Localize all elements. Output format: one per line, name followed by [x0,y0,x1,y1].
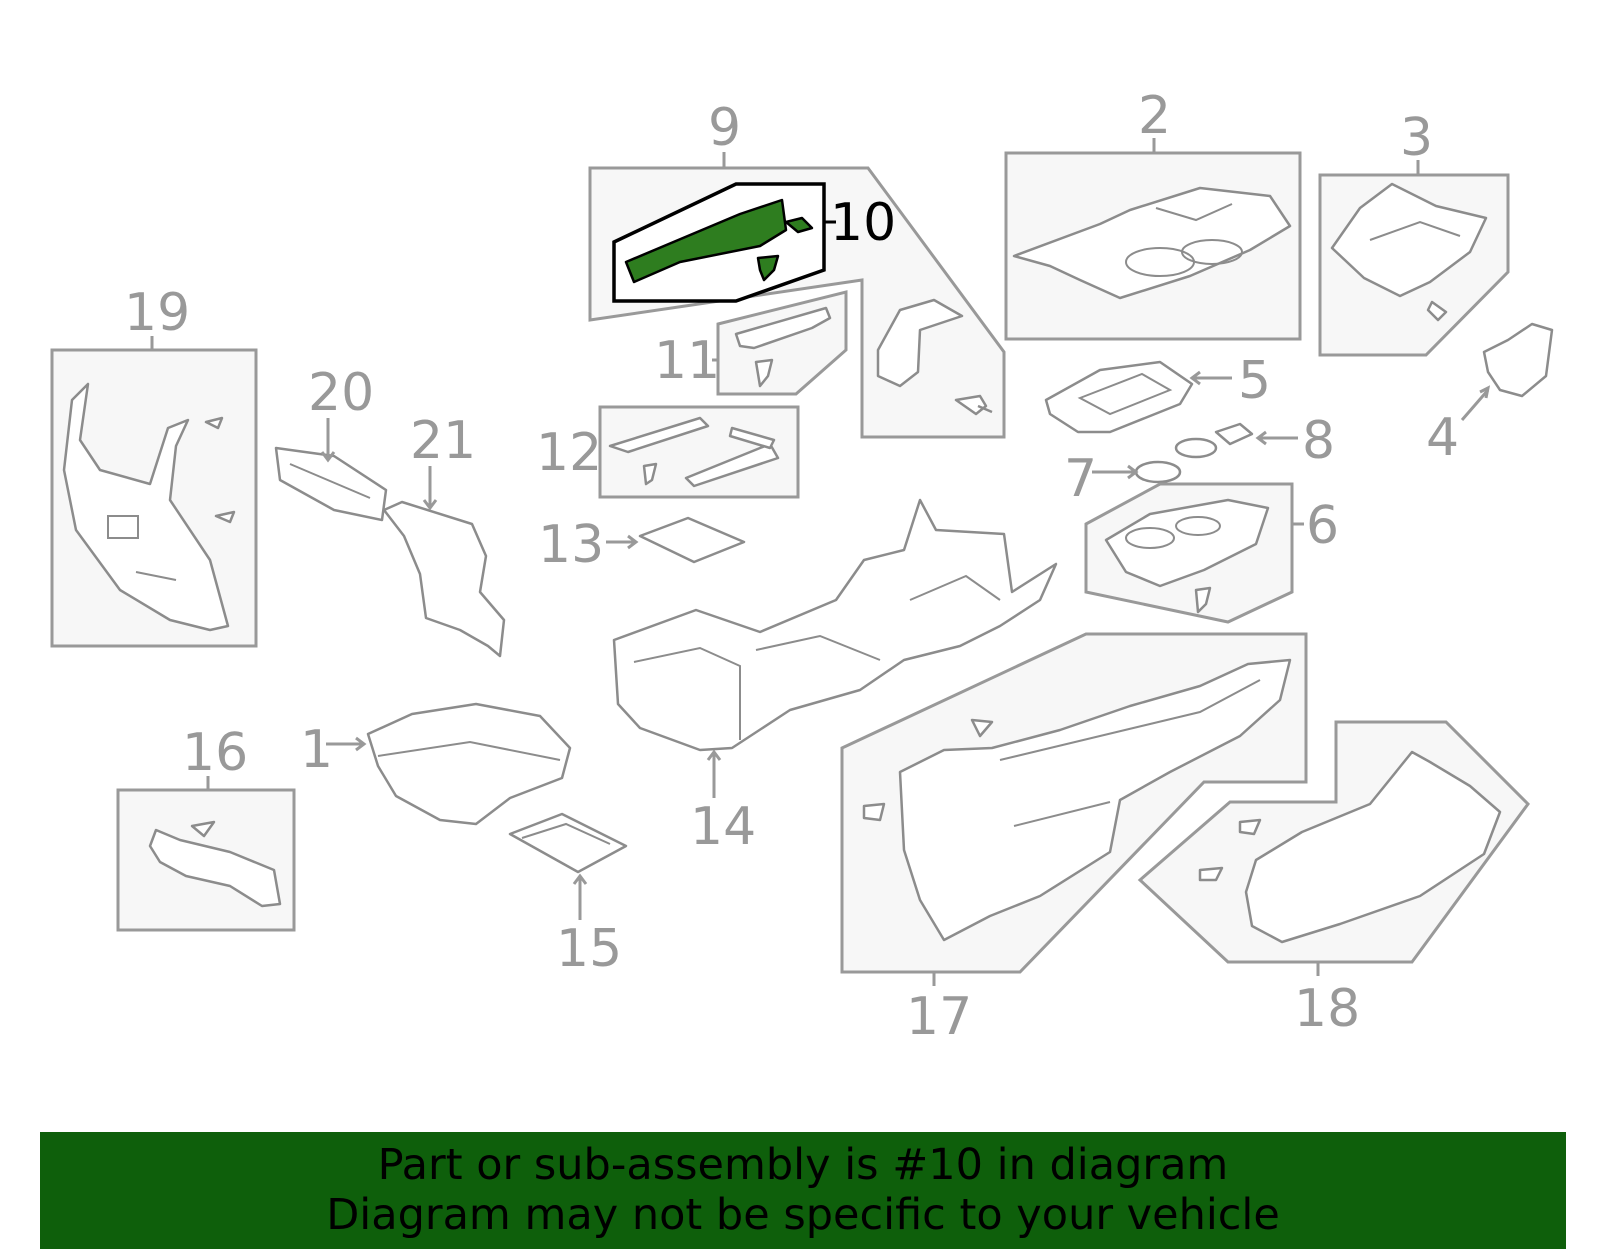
group-8 [1214,422,1298,446]
part-12-a[interactable] [608,416,710,454]
callout-3[interactable]: 3 [1400,108,1433,168]
part-19[interactable] [62,382,230,632]
callout-13[interactable]: 13 [538,515,604,575]
group-20 [274,418,388,522]
part-18[interactable] [1244,750,1502,944]
callout-4[interactable]: 4 [1426,408,1459,468]
callout-6[interactable]: 6 [1306,496,1339,556]
group-6 [1084,482,1304,624]
part-10-clip-a[interactable] [784,216,814,234]
callout-12[interactable]: 12 [536,423,602,483]
banner-line-1: Part or sub-assembly is #10 in diagram [377,1140,1229,1190]
group-9 [588,152,1006,439]
callout-7[interactable]: 7 [1064,449,1097,509]
group-18 [1137,720,1530,976]
group-21 [382,466,506,658]
callout-11[interactable]: 11 [654,331,720,391]
group-1 [326,702,572,826]
group-13 [606,516,746,564]
group-17 [840,632,1308,986]
callout-17[interactable]: 17 [906,987,972,1047]
part-17[interactable] [898,658,1292,942]
callout-19[interactable]: 19 [124,283,190,343]
callout-14[interactable]: 14 [690,797,756,857]
info-banner: Part or sub-assembly is #10 in diagram D… [40,1132,1566,1249]
callout-18[interactable]: 18 [1294,979,1360,1039]
callout-8[interactable]: 8 [1302,411,1335,471]
group-2 [1004,138,1302,341]
part-15[interactable] [508,812,628,874]
group-12 [598,405,800,499]
group-16 [116,776,296,932]
part-21[interactable] [382,500,506,658]
callout-5[interactable]: 5 [1238,351,1271,411]
group-5 [1044,360,1232,434]
part-13[interactable] [638,516,746,564]
callout-21[interactable]: 21 [410,411,476,471]
callout-2[interactable]: 2 [1138,86,1171,146]
group-14 [612,498,1058,798]
part-14[interactable] [612,498,1058,752]
part-16[interactable] [148,828,282,908]
group-3 [1318,160,1510,357]
callout-10[interactable]: 10 [830,193,896,253]
part-7[interactable] [1134,460,1182,484]
part-2[interactable] [1012,186,1292,300]
group-4 [1460,322,1554,421]
part-5[interactable] [1044,360,1194,434]
part-3[interactable] [1330,182,1488,298]
callout-20[interactable]: 20 [308,363,374,423]
part-9-screw[interactable] [954,394,993,416]
part-8[interactable] [1214,422,1254,446]
banner-line-2: Diagram may not be specific to your vehi… [326,1190,1280,1240]
part-20[interactable] [274,446,388,522]
part-11[interactable] [734,306,832,350]
callout-1[interactable]: 1 [300,720,333,780]
callout-16[interactable]: 16 [182,723,248,783]
part-10-clip-b[interactable] [756,254,780,282]
part-9-bracket[interactable] [876,298,964,388]
part-4[interactable] [1482,322,1554,398]
callout-labels: 1 2 3 4 5 6 7 8 9 10 11 12 13 14 15 16 1… [124,86,1459,1047]
part-6[interactable] [1104,498,1270,588]
group-15 [508,812,628,920]
part-10-bracket[interactable] [624,198,788,284]
callout-15[interactable]: 15 [556,919,622,979]
callout-9[interactable]: 9 [708,98,741,158]
group-19 [50,336,258,648]
part-1[interactable] [366,702,572,826]
part-12-b[interactable] [684,442,780,488]
group-7 [1092,437,1218,484]
